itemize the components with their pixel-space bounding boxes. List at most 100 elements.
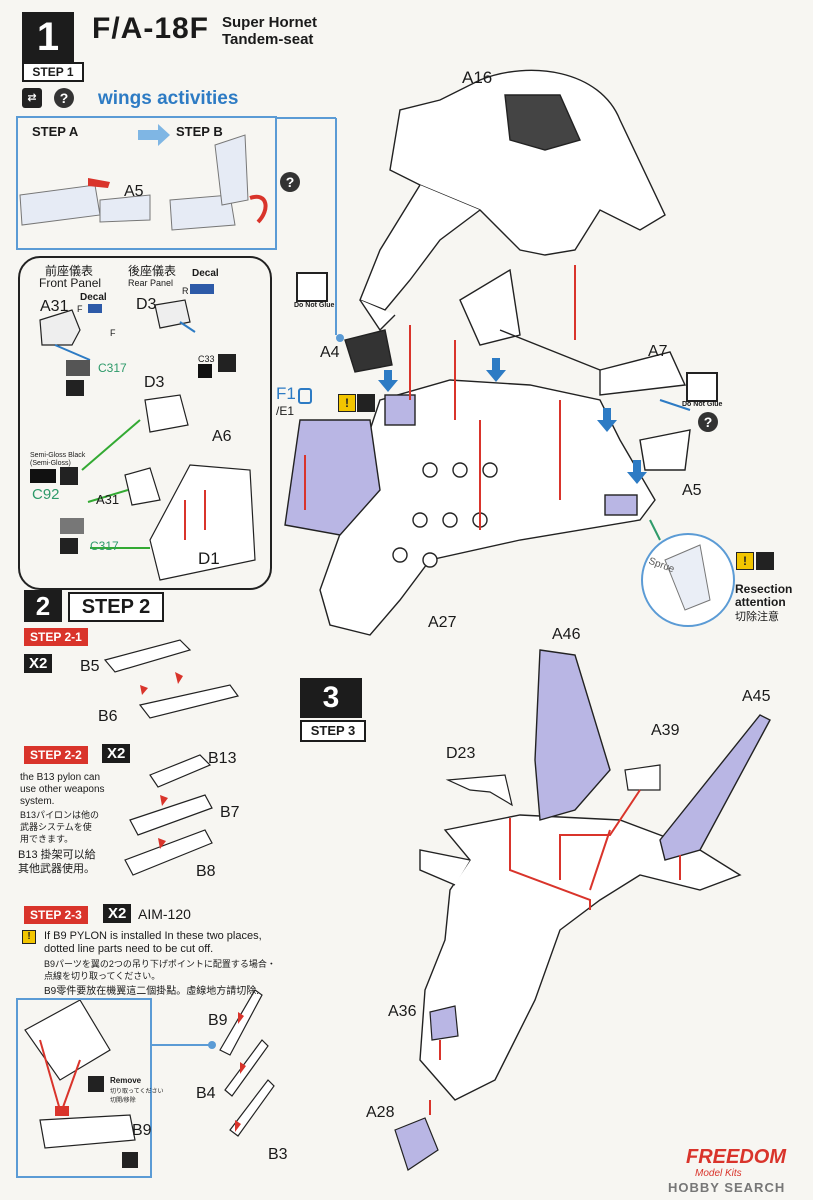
paint-swatch — [30, 469, 56, 483]
decal-swatch — [190, 284, 214, 294]
pylon-note-jp-3: 用できます。 — [20, 834, 74, 844]
aircraft-step3 — [419, 814, 742, 1101]
brush-icon — [60, 538, 78, 554]
pylon-note-jp-2: 武器システムを使 — [20, 822, 92, 832]
part-d23: D23 — [446, 745, 476, 762]
decal-swatch — [88, 304, 102, 313]
part-e1: /E1 — [276, 404, 295, 418]
semi-gloss-label-1: Semi-Gloss Black — [30, 452, 86, 459]
part-b5: B5 — [80, 658, 100, 675]
cockpit-parts — [39, 299, 256, 581]
warning-icon: ! — [736, 552, 754, 570]
part-f1: F1 — [276, 384, 296, 403]
remove-icon — [122, 1152, 138, 1168]
decal-f-1: F — [77, 304, 83, 314]
fuselage-blue-arrows — [378, 358, 647, 484]
pylon-detail-box — [16, 998, 152, 1178]
no-glue-icon — [686, 372, 718, 402]
part-d1: D1 — [198, 549, 220, 568]
part-a7: A7 — [648, 343, 668, 360]
paint-c33: C33 — [198, 354, 215, 364]
brush-icon — [60, 467, 78, 485]
step-3-label: STEP 3 — [300, 720, 366, 742]
part-b13: B13 — [208, 750, 237, 767]
wing-activity-box — [16, 116, 277, 250]
b9-note-jp-2: 点線を切り取ってください。 — [44, 971, 161, 981]
watermark: HOBBY SEARCH — [668, 1180, 786, 1195]
part-b8: B8 — [196, 863, 216, 880]
wing-part-a5: A5 — [124, 183, 144, 200]
part-a36 — [429, 1005, 459, 1041]
quantity-x2: X2 — [24, 654, 53, 673]
part-a46: A46 — [552, 626, 581, 643]
wing-a5-sketch — [19, 134, 249, 231]
part-a6: A6 — [212, 428, 232, 445]
part-b9-box: B9 — [132, 1122, 152, 1139]
part-b4: B4 — [196, 1085, 216, 1102]
part-b9: B9 — [208, 1012, 228, 1029]
brand-logo: FREEDOM — [686, 1146, 786, 1168]
quantity-x2: X2 — [103, 904, 132, 923]
question-icon: ? — [54, 88, 74, 108]
decal-f-2: F — [110, 328, 116, 338]
model-subtitle-2: Tandem-seat — [222, 31, 314, 48]
resection-label-2: attention — [735, 595, 786, 609]
pylon-note-en-2: use other weapons — [20, 784, 105, 795]
paint-swatch — [66, 360, 90, 376]
part-d3-top: D3 — [136, 296, 157, 313]
wings-title: wings activities — [98, 88, 239, 109]
clear-part-icon — [298, 388, 312, 404]
warning-icon: ! — [22, 930, 36, 944]
brush-icon — [218, 354, 236, 372]
paint-swatch — [60, 518, 84, 534]
step-number-1: 1 — [22, 12, 74, 62]
paint-c317-2: C317 — [90, 539, 119, 553]
tail-part — [344, 268, 691, 471]
front-panel-jp: 前座儀表 — [45, 264, 94, 278]
question-icon: ? — [280, 172, 300, 192]
paint-swatch — [198, 364, 212, 378]
part-a39: A39 — [651, 722, 680, 739]
insert-arrow — [88, 178, 110, 188]
remove-label-1: Remove — [110, 1076, 142, 1085]
warning-icon: ! — [338, 394, 356, 412]
fuselage-guide-lines — [304, 265, 576, 530]
wing-step-b: STEP B — [176, 124, 223, 139]
paint-c92: C92 — [32, 486, 60, 503]
step-number-2: 2 — [24, 590, 62, 622]
step-2-label: STEP 2 — [68, 592, 164, 622]
semi-gloss-label-2: (Semi-Gloss) — [30, 460, 71, 467]
step-2-3-tag: STEP 2-3 — [24, 906, 88, 924]
part-a28 — [394, 1117, 439, 1171]
resection-label-jp: 切除注意 — [735, 611, 779, 623]
part-d3-mid: D3 — [144, 374, 165, 391]
remove-label-3: 切開/移除 — [110, 1098, 136, 1104]
missile-aim-120: AIM-120 — [138, 906, 191, 922]
quantity-x2: X2 — [102, 744, 131, 763]
fuselage-main-a27 — [284, 379, 656, 636]
pylon-note-en-1: the B13 pylon can — [20, 772, 101, 783]
paint-icon — [357, 394, 375, 412]
b9-note-jp-1: B9パーツを翼の2つの吊り下げポイントに配置する場合・ — [44, 959, 276, 969]
sequence-icon: ⇄ — [22, 88, 42, 108]
part-d23 — [445, 774, 513, 807]
cockpit-detail-box — [18, 256, 272, 590]
decal-r: R — [182, 286, 189, 296]
front-panel-en: Front Panel — [39, 276, 102, 290]
wing-step-arrow — [138, 124, 170, 146]
rear-panel-en: Rear Panel — [128, 278, 174, 288]
decal-label-front: Decal — [80, 292, 107, 303]
missile-parts — [103, 639, 275, 1137]
tail-a45 — [659, 714, 771, 861]
part-a28: A28 — [366, 1104, 395, 1121]
pylon-note-cn-2: 其他武器使用。 — [18, 863, 95, 875]
brush-icon — [66, 380, 84, 396]
cut-icon — [756, 552, 774, 570]
tail-a46 — [534, 649, 611, 821]
part-a31-mid: A31 — [96, 492, 120, 507]
part-a27: A27 — [428, 614, 457, 631]
part-a45: A45 — [742, 688, 771, 705]
part-a31-top: A31 — [40, 298, 69, 315]
fuselage-top-a16 — [359, 69, 666, 332]
no-glue-icon — [296, 272, 328, 302]
